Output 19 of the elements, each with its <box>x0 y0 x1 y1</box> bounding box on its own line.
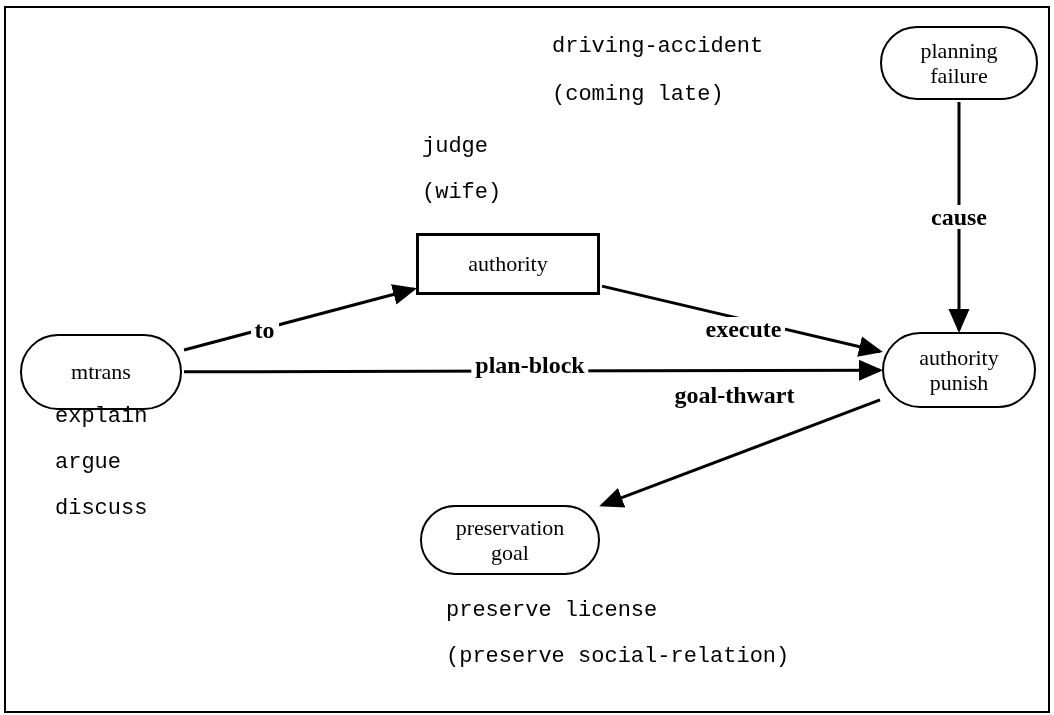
example-text: (coming late) <box>552 84 724 106</box>
arrow <box>948 102 970 333</box>
entity-box <box>416 233 600 295</box>
node-text: mtrans <box>71 359 131 385</box>
node-text: planning failure <box>919 37 999 89</box>
example-text: argue <box>55 452 121 474</box>
rounded-node <box>882 332 1036 408</box>
arrow <box>183 284 417 352</box>
arrow <box>599 398 881 508</box>
example-text: judge <box>422 136 488 158</box>
node-text: authority <box>468 251 548 277</box>
example-text: (wife) <box>422 182 502 204</box>
example-text: driving-accident <box>552 36 764 58</box>
example-text: preserve license <box>446 600 658 622</box>
node-text: preservation goal <box>454 514 566 566</box>
node-text: authority punish <box>918 344 1000 396</box>
example-text: (preserve social-relation) <box>446 646 790 668</box>
example-text: explain <box>55 406 148 428</box>
example-text: discuss <box>55 498 148 520</box>
